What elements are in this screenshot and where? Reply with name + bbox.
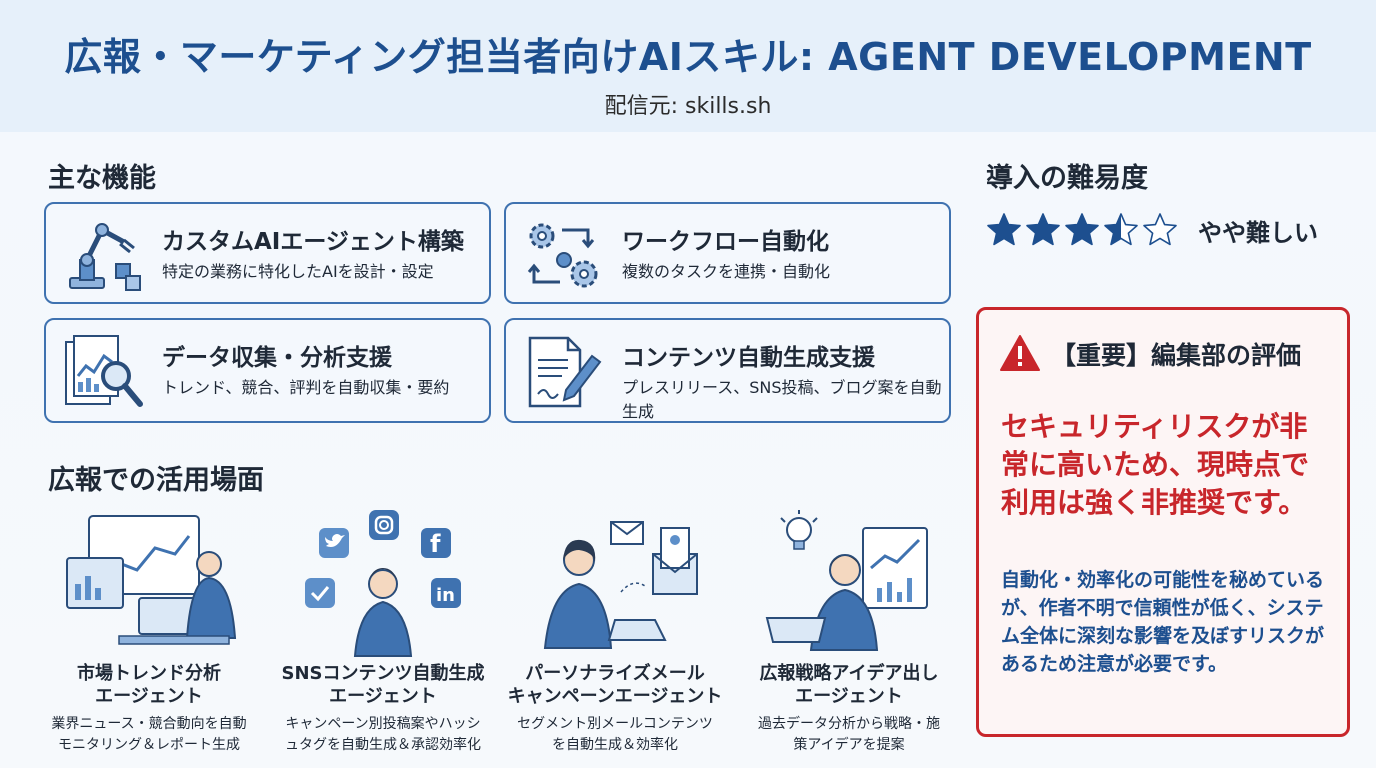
data-analysis-icon bbox=[65, 335, 143, 407]
usecase-title-line2: エージェント bbox=[795, 686, 903, 707]
usecase-sns: f in SNSコンテンツ自動生成エージェント キャンペーン別投稿案やハッシュタ… bbox=[268, 508, 498, 756]
star-full-icon bbox=[1065, 213, 1099, 246]
header: 広報・マーケティング担当者向けAIスキル: AGENT DEVELOPMENT … bbox=[0, 0, 1376, 132]
warning-body: 自動化・効率化の可能性を秘めているが、作者不明で信頼性が低く、システム全体に深刻… bbox=[1001, 569, 1325, 675]
feature-card-content: コンテンツ自動生成支援 プレスリリース、SNS投稿、ブログ案を自動生成 bbox=[504, 318, 951, 423]
usecase-market-trend: 市場トレンド分析エージェント 業界ニュース・競合動向を自動モニタリング＆レポート… bbox=[34, 508, 264, 756]
usecase-title-line1: SNSコンテンツ自動生成 bbox=[281, 663, 485, 684]
feature-desc: 複数のタスクを連携・自動化 bbox=[622, 262, 831, 281]
email-illustration-icon bbox=[543, 521, 698, 649]
features-section-title: 主な機能 bbox=[48, 163, 156, 194]
usecase-desc-line1: 業界ニュース・競合動向を自動 bbox=[51, 716, 247, 732]
strategy-illustration-icon bbox=[765, 510, 928, 651]
usecase-title-line1: パーソナライズメール bbox=[525, 663, 705, 684]
usecase-title-line2: エージェント bbox=[329, 686, 437, 707]
usecase-desc-line2: モニタリング＆レポート生成 bbox=[58, 737, 240, 753]
feature-desc: プレスリリース、SNS投稿、ブログ案を自動生成 bbox=[622, 378, 942, 421]
source-label: 配信元: skills.sh bbox=[604, 94, 772, 119]
usecase-email: パーソナライズメールキャンペーンエージェント セグメント別メールコンテンツを自動… bbox=[500, 508, 730, 756]
star-full-icon bbox=[1026, 213, 1060, 246]
feature-desc: トレンド、競合、評判を自動収集・要約 bbox=[162, 378, 450, 397]
feature-title: データ収集・分析支援 bbox=[162, 345, 392, 371]
usecase-strategy: 広報戦略アイデア出しエージェント 過去データ分析から戦略・施策アイデアを提案 bbox=[734, 508, 964, 756]
difficulty-stars bbox=[986, 210, 1181, 250]
document-pen-icon bbox=[528, 336, 602, 408]
usecase-title-line2: キャンペーンエージェント bbox=[507, 686, 723, 707]
feature-title: コンテンツ自動生成支援 bbox=[622, 345, 875, 371]
usecase-desc-line1: セグメント別メールコンテンツ bbox=[517, 716, 713, 732]
feature-title: ワークフロー自動化 bbox=[622, 229, 829, 255]
usecase-desc-line2: を自動生成＆効率化 bbox=[552, 737, 678, 753]
warning-triangle-icon bbox=[1000, 335, 1040, 371]
page-title: 広報・マーケティング担当者向けAIスキル: AGENT DEVELOPMENT bbox=[64, 35, 1312, 79]
market-trend-illustration-icon bbox=[66, 515, 237, 645]
robot-arm-icon bbox=[69, 223, 141, 291]
feature-desc: 特定の業務に特化したAIを設計・設定 bbox=[162, 262, 434, 281]
difficulty-title: 導入の難易度 bbox=[986, 163, 1148, 194]
sns-illustration-icon: f in bbox=[305, 510, 461, 657]
editorial-warning-box: 【重要】編集部の評価 セキュリティリスクが非常に高いため、現時点で利用は強く非推… bbox=[976, 307, 1350, 737]
warning-title: 【重要】編集部の評価 bbox=[1051, 341, 1302, 370]
usecase-title-line2: エージェント bbox=[95, 686, 203, 707]
feature-card-workflow: ワークフロー自動化 複数のタスクを連携・自動化 bbox=[504, 202, 951, 304]
usecase-desc-line2: ュタグを自動生成＆承認効率化 bbox=[285, 737, 481, 753]
usecase-desc-line2: 策アイデアを提案 bbox=[793, 737, 905, 753]
star-half-icon bbox=[1104, 213, 1138, 246]
usecase-desc-line1: 過去データ分析から戦略・施 bbox=[758, 716, 940, 732]
usecase-title-line1: 広報戦略アイデア出し bbox=[759, 663, 939, 684]
usecases-section-title: 広報での活用場面 bbox=[48, 465, 264, 496]
usecase-desc-line1: キャンペーン別投稿案やハッシ bbox=[285, 716, 481, 732]
difficulty-label: やや難しい bbox=[1198, 219, 1318, 247]
feature-card-data-analysis: データ収集・分析支援 トレンド、競合、評判を自動収集・要約 bbox=[44, 318, 491, 423]
warning-headline: セキュリティリスクが非常に高いため、現時点で利用は強く非推奨です。 bbox=[1001, 410, 1310, 519]
gears-workflow-icon bbox=[527, 223, 598, 288]
star-empty-icon bbox=[1143, 213, 1177, 246]
usecase-title-line1: 市場トレンド分析 bbox=[77, 663, 221, 684]
svg-text:in: in bbox=[436, 585, 455, 606]
svg-text:f: f bbox=[430, 530, 441, 558]
feature-title: カスタムAIエージェント構築 bbox=[162, 229, 464, 255]
feature-card-custom-agent: カスタムAIエージェント構築 特定の業務に特化したAIを設計・設定 bbox=[44, 202, 491, 304]
star-full-icon bbox=[987, 213, 1021, 246]
